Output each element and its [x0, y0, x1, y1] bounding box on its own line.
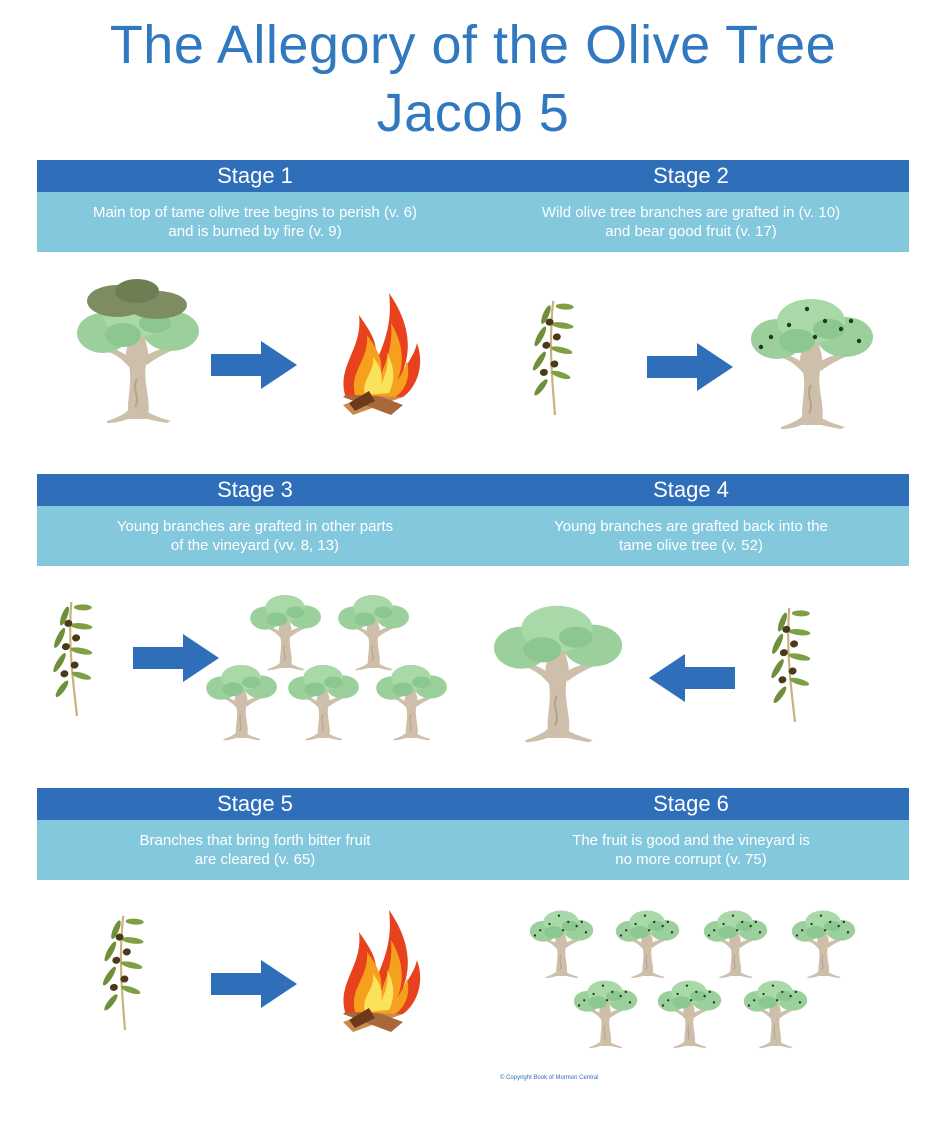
stage-2-description: Wild olive tree branches are grafted in …	[473, 192, 909, 252]
stage-6-description: The fruit is good and the vineyard is no…	[473, 820, 909, 880]
stage-2-header: Stage 2	[473, 160, 909, 192]
stage-5-illustration	[83, 910, 421, 1035]
bitter-olive-branch-icon	[83, 910, 167, 1035]
stage-6-illustration	[529, 909, 856, 1049]
stage-6-line-2: no more corrupt (v. 75)	[615, 851, 767, 868]
page-title: The Allegory of the Olive Tree	[109, 15, 837, 75]
wild-olive-branch-icon	[513, 295, 597, 420]
page-subtitle: Jacob 5	[376, 83, 570, 143]
stage-1-line-1: Main top of tame olive tree begins to pe…	[92, 204, 418, 221]
stage-1-header: Stage 1	[37, 160, 473, 192]
stage-4-description: Young branches are grafted back into the…	[473, 506, 909, 566]
stage-5-line-2: are cleared (v. 65)	[194, 851, 316, 868]
fruitful-olive-tree-icon	[573, 979, 638, 1049]
stage-4-line-1: Young branches are grafted back into the	[554, 518, 828, 535]
stage-2-line-1: Wild olive tree branches are grafted in …	[541, 204, 841, 221]
stage-5-description: Branches that bring forth bitter fruit a…	[37, 820, 473, 880]
small-olive-tree-icon	[337, 594, 410, 671]
young-olive-branch-icon	[749, 602, 837, 728]
tame-olive-tree-icon	[492, 604, 624, 744]
stage-1-illustration	[76, 279, 421, 424]
small-olive-tree-icon	[249, 594, 322, 671]
arrow-icon	[211, 960, 297, 1008]
fruitful-olive-tree-icon	[750, 298, 874, 430]
stage-3-header: Stage 3	[37, 474, 473, 506]
stage-4-line-2: tame olive tree (v. 52)	[619, 537, 763, 554]
stage-4-header: Stage 4	[473, 474, 909, 506]
fire-icon	[343, 910, 421, 1032]
fruitful-olive-tree-icon	[529, 909, 594, 979]
stage-3-line-1: Young branches are grafted in other part…	[116, 518, 394, 535]
fire-icon	[343, 293, 421, 415]
fruitful-olive-tree-icon	[743, 979, 808, 1049]
stage-1-description: Main top of tame olive tree begins to pe…	[37, 192, 473, 252]
small-olive-tree-icon	[375, 664, 448, 741]
small-olive-tree-icon	[205, 664, 278, 741]
fruitful-olive-tree-icon	[791, 909, 856, 979]
stage-2-line-2: and bear good fruit (v. 17)	[605, 223, 777, 240]
arrow-icon	[211, 341, 297, 389]
stage-2-illustration	[513, 295, 874, 430]
stage-3-description: Young branches are grafted in other part…	[37, 506, 473, 566]
stage-6-line-1: The fruit is good and the vineyard is	[572, 832, 810, 849]
stage-6-header: Stage 6	[473, 788, 909, 820]
dying-olive-tree-icon	[76, 279, 200, 424]
stage-5-line-1: Branches that bring forth bitter fruit	[139, 832, 371, 849]
young-olive-branch-icon	[31, 596, 119, 722]
stage-3-illustration	[31, 594, 448, 741]
stage-4-illustration	[492, 602, 837, 744]
left-arrow-icon	[649, 654, 735, 702]
fruitful-olive-tree-icon	[615, 909, 680, 979]
fruitful-olive-tree-icon	[703, 909, 768, 979]
stage-3-line-2: of the vineyard (vv. 8, 13)	[170, 537, 340, 554]
copyright-notice: © Copyright Book of Mormon Central	[500, 1075, 599, 1081]
stage-1-line-2: and is burned by fire (v. 9)	[168, 223, 342, 240]
stage-5-header: Stage 5	[37, 788, 473, 820]
arrow-icon	[133, 634, 219, 682]
fruitful-olive-tree-icon	[657, 979, 722, 1049]
arrow-icon	[647, 343, 733, 391]
small-olive-tree-icon	[287, 664, 360, 741]
